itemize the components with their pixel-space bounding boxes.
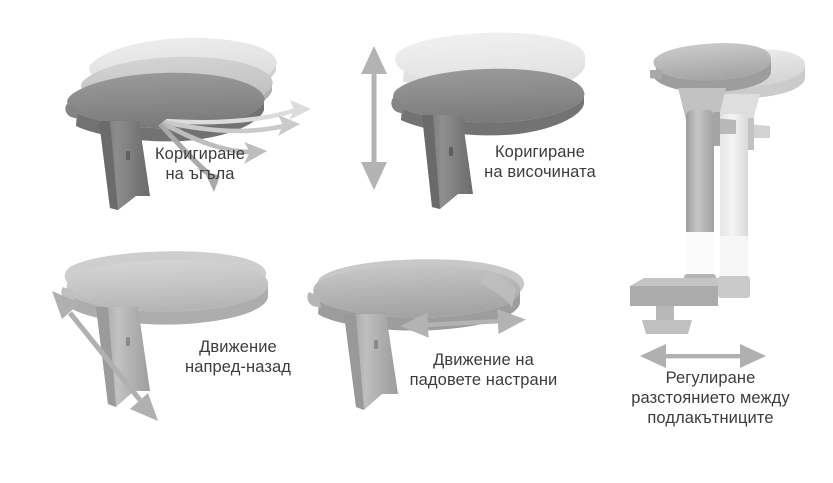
caption-height-adjustment: Коригиране на височината bbox=[484, 143, 596, 182]
panel-forward-back-movement bbox=[40, 245, 340, 435]
armrest-stem bbox=[422, 115, 473, 209]
panel-height-adjustment bbox=[350, 22, 620, 222]
width-double-arrow bbox=[640, 344, 766, 368]
forward-back-double-arrow bbox=[52, 291, 158, 421]
armrest-stem bbox=[344, 314, 398, 410]
caption-side-pad-movement: Движение на падовете настрани bbox=[409, 351, 558, 390]
panel-side-pad-movement bbox=[300, 250, 600, 410]
caption-forward-back-movement: Движение напред-назад bbox=[184, 338, 291, 377]
caption-angle-adjustment: Коригиране на ъгъла bbox=[154, 145, 246, 184]
panel-angle-adjustment bbox=[40, 18, 370, 218]
armrest-column-front bbox=[630, 43, 772, 334]
angle-arrow-2 bbox=[163, 115, 300, 136]
angle-arrow-3 bbox=[160, 120, 267, 164]
armrest-stem bbox=[99, 121, 150, 210]
angle-arrow-1 bbox=[165, 100, 311, 125]
height-double-arrow bbox=[361, 46, 387, 190]
armrest-pad-front bbox=[61, 260, 269, 325]
side-pad-double-arrow bbox=[399, 309, 526, 338]
panel-width-adjustment bbox=[600, 14, 833, 368]
armrest-pad-main bbox=[391, 68, 585, 136]
angle-arrow-4 bbox=[158, 122, 220, 192]
angle-arrow-fan bbox=[158, 100, 311, 192]
caption-width-adjustment: Регулиране разстоянието между подлакътни… bbox=[631, 369, 790, 428]
